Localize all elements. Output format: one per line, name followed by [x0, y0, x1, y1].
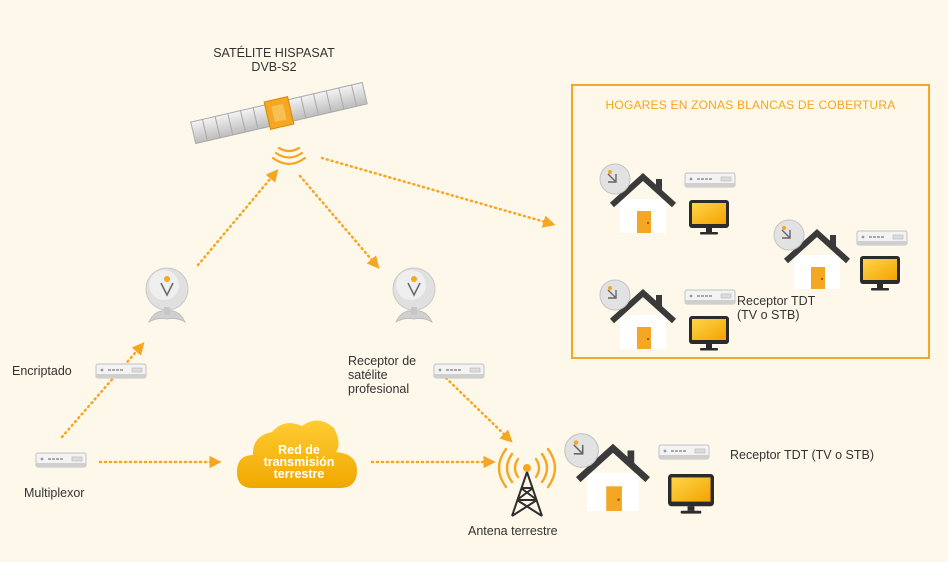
satellite-dish-icon [392, 267, 436, 323]
receptor-tdt-main-label: Receptor TDT (TV o STB) [730, 448, 875, 462]
receptor-satelite-line3: profesional [348, 382, 410, 396]
set-top-box-icon [433, 363, 485, 379]
satellite-icon [190, 81, 368, 145]
cloud-label: Red de transmisión terrestre [244, 443, 354, 481]
set-top-box-icon [95, 363, 147, 379]
tv-icon [668, 474, 714, 514]
satellite-label: SATÉLITE HISPASAT DVB-S2 [213, 46, 335, 74]
satellite-label-line1: SATÉLITE HISPASAT [213, 46, 335, 60]
satellite-dish-icon [145, 267, 189, 323]
cloud-label-line2: transmisión [263, 455, 335, 469]
set-top-box-icon [35, 452, 87, 468]
antena-label: Antena terrestre [468, 524, 558, 538]
cloud-label-line3: terrestre [273, 467, 325, 481]
receptor-satelite-label: Receptor de satélite profesional [348, 354, 416, 396]
connection-lines [60, 156, 556, 469]
multiplexor-label: Multiplexor [24, 486, 85, 500]
coverage-title: HOGARES EN ZONAS BLANCAS DE COBERTURA [605, 98, 896, 112]
satellite-label-line2: DVB-S2 [251, 60, 297, 74]
antenna-tower-icon [497, 447, 557, 517]
house-icon [565, 434, 648, 511]
receptor-tdt-box-label: Receptor TDT (TV o STB) [737, 294, 815, 322]
receptor-tdt-box-line2: (TV o STB) [737, 308, 800, 322]
receptor-satelite-line1: Receptor de [348, 354, 417, 368]
receptor-tdt-box-line1: Receptor TDT [737, 294, 816, 308]
receptor-satelite-line2: satélite [348, 368, 388, 382]
coverage-area-box: HOGARES EN ZONAS BLANCAS DE COBERTURA [571, 84, 930, 359]
signal-waves [271, 146, 307, 166]
cloud-icon [236, 420, 358, 488]
encriptado-label: Encriptado [12, 364, 72, 378]
cloud-label-line1: Red de [278, 443, 320, 457]
set-top-box-icon [658, 444, 710, 460]
